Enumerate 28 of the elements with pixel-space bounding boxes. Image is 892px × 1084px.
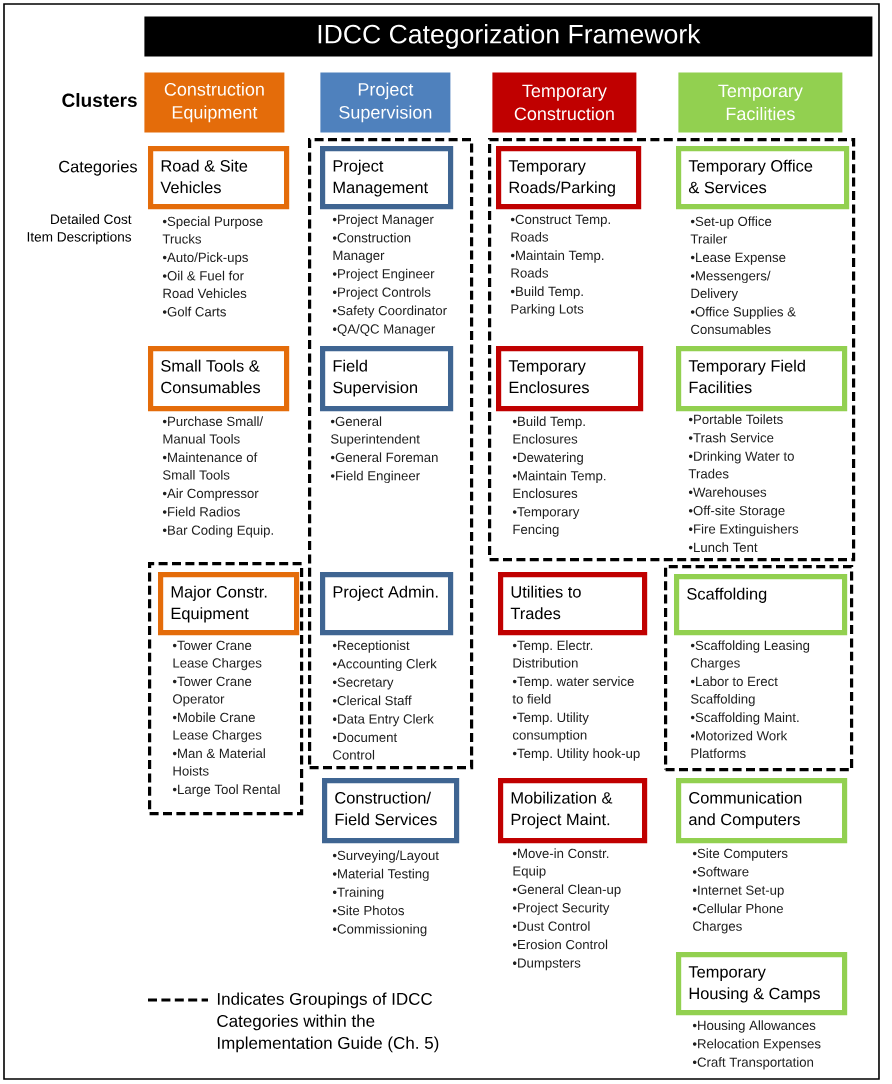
dashed-group-box (488, 138, 856, 562)
category-box: Scaffolding (674, 574, 848, 636)
category-box: Temporary Field Facilities (676, 346, 848, 412)
category-box: Temporary Enclosures (496, 346, 644, 412)
cluster-header: Construction Equipment (144, 72, 285, 133)
row-label: Categories (59, 160, 137, 176)
category-box: Small Tools & Consumables (148, 346, 290, 412)
cluster-header: Temporary Construction (492, 72, 637, 133)
legend-text: Indicates Groupings of IDCC Categories within the Implementation Guide (Ch. 5) (217, 992, 439, 1053)
category-box: Temporary Office & Services (676, 146, 850, 210)
cluster-header: Temporary Facilities (678, 72, 843, 133)
category-box: Mobilization & Project Maint. (498, 778, 648, 844)
title-bar: IDCC Categorization Framework (144, 16, 873, 57)
category-box: Road & Site Vehicles (148, 146, 290, 210)
row-label: Clusters (62, 93, 137, 107)
cluster-header: Project Supervision (320, 72, 451, 133)
category-box: Major Constr. Equipment (158, 572, 300, 636)
category-box: Utilities to Trades (498, 572, 648, 636)
category-box: Communication and Computers (676, 778, 848, 844)
category-box: Temporary Housing & Camps (676, 952, 848, 1016)
dashed-group-box (308, 138, 474, 770)
dashed-group-box (664, 565, 854, 772)
category-box: Construction/ Field Services (322, 778, 460, 844)
dashed-group-box (148, 562, 304, 816)
category-box: Project Management (320, 146, 454, 210)
category-box: Field Supervision (320, 346, 454, 412)
category-box: Project Admin. (320, 572, 454, 636)
category-box: Temporary Roads/Parking (496, 146, 642, 210)
